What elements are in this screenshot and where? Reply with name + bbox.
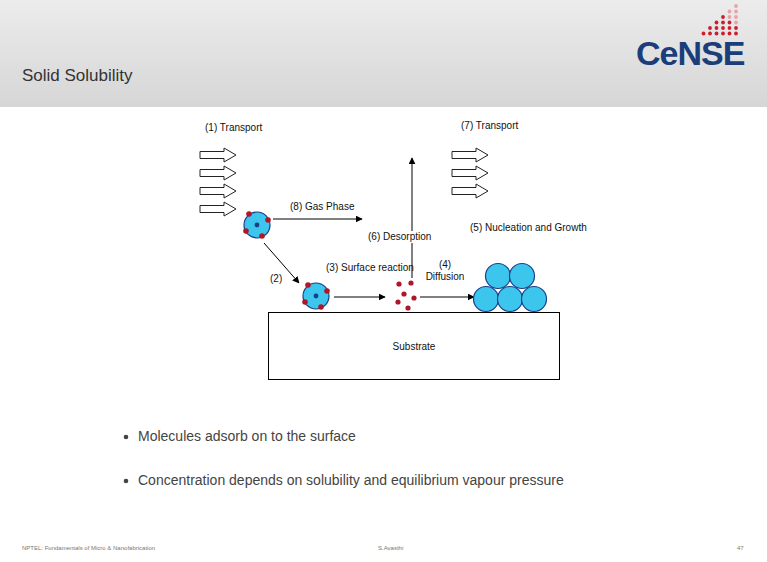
step-label: (1) Transport xyxy=(205,122,262,134)
block-arrow xyxy=(200,202,236,216)
step-label: (8) Gas Phase xyxy=(290,201,354,213)
bullet-dots xyxy=(124,435,129,484)
footer-text: S.Avasthi xyxy=(378,545,403,552)
block-arrow xyxy=(200,148,236,162)
logo-dot xyxy=(734,4,738,8)
block-arrow xyxy=(200,166,236,180)
step-label: (3) Surface reaction xyxy=(326,262,414,274)
logo-dot xyxy=(734,10,738,14)
callout-number: (2) xyxy=(270,273,282,285)
substrate-box: Substrate xyxy=(268,312,560,380)
step-label: (7) Transport xyxy=(461,120,518,132)
node-text: Substrate xyxy=(393,341,436,352)
step-label: (6) Desorption xyxy=(367,231,432,243)
block-arrow xyxy=(200,184,236,198)
logo-dot xyxy=(734,21,738,25)
step-label: (4) Diffusion xyxy=(420,259,470,282)
bullet-text: Concentration depends on solubility and … xyxy=(138,472,564,488)
process-arrows xyxy=(264,158,474,297)
block-arrow xyxy=(452,166,488,180)
logo-dot xyxy=(728,26,732,30)
logo-dot xyxy=(728,21,732,25)
page-number: 47 xyxy=(737,545,744,552)
bullet-text: Molecules adsorb on to the surface xyxy=(138,428,356,444)
gas-molecule xyxy=(243,211,271,239)
logo-dot xyxy=(728,10,732,14)
nucleus-cluster xyxy=(474,264,547,312)
logo-dot xyxy=(715,26,719,30)
reaction-fragments xyxy=(395,280,416,310)
logo-dot xyxy=(728,15,732,19)
block-arrow xyxy=(452,184,488,198)
footer-text: NPTEL: Fundamentals of Micro & Nanofabri… xyxy=(22,545,155,552)
transport-arrows xyxy=(200,148,488,216)
logo-text: CeNSE xyxy=(636,34,744,73)
logo-dot xyxy=(734,26,738,30)
logo-dot xyxy=(721,26,725,30)
logo-dot xyxy=(715,21,719,25)
logo-dot xyxy=(721,15,725,19)
block-arrow xyxy=(452,148,488,162)
slide-title: Solid Solubility xyxy=(22,66,133,86)
logo-dots xyxy=(702,4,738,35)
header-bar xyxy=(0,0,767,107)
logo-dot xyxy=(734,15,738,19)
logo-dot xyxy=(721,21,725,25)
adsorbed-molecule xyxy=(302,282,330,310)
step-label: (5) Nucleation and Growth xyxy=(470,222,587,234)
logo-dot xyxy=(708,26,712,30)
